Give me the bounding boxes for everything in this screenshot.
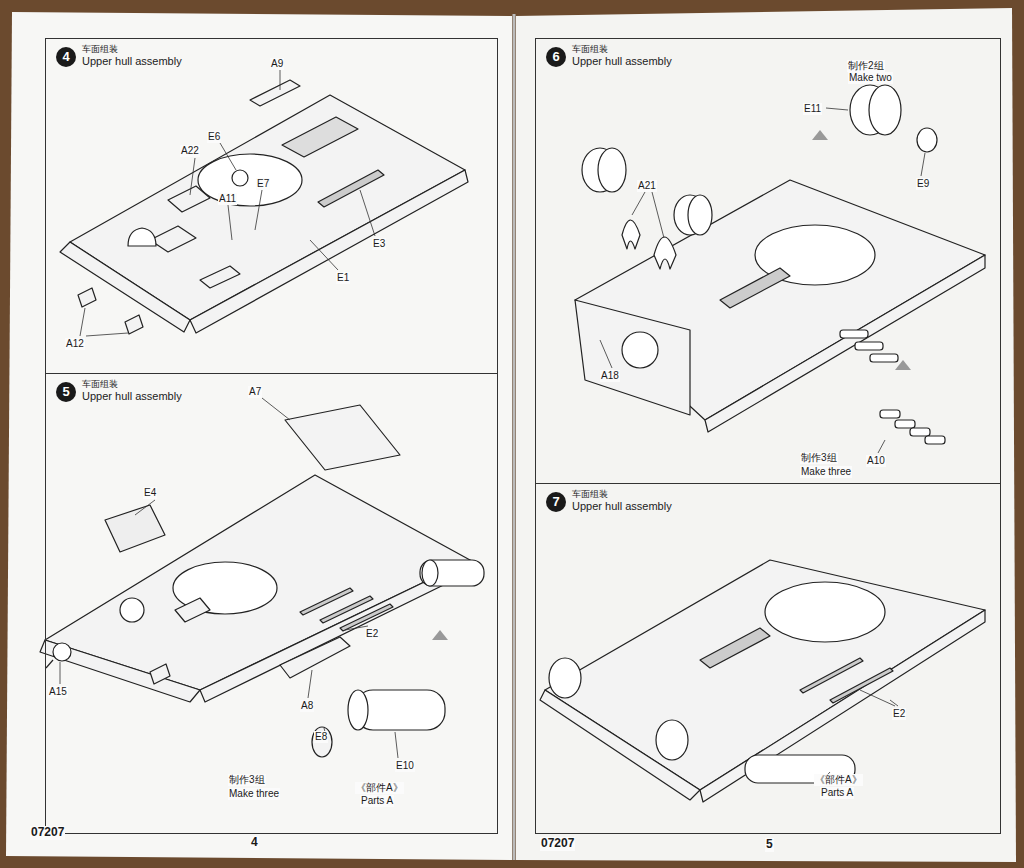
step-number-text: 5 bbox=[62, 384, 69, 399]
part-label: E2 bbox=[365, 628, 379, 640]
part-label: A12 bbox=[65, 338, 85, 350]
part-label: Make two bbox=[848, 72, 893, 84]
part-label: A11 bbox=[218, 193, 237, 205]
step-number: 5 bbox=[56, 382, 76, 402]
part-label: E1 bbox=[336, 272, 350, 284]
part-label: A7 bbox=[248, 386, 262, 398]
part-label: Parts A bbox=[360, 795, 394, 807]
step-panel: 车面组装Upper hull assembly 5 bbox=[45, 373, 498, 834]
part-label: E9 bbox=[916, 178, 930, 190]
part-label: E10 bbox=[395, 760, 415, 772]
part-label: A10 bbox=[866, 455, 886, 467]
step-number: 6 bbox=[546, 47, 566, 67]
part-label: A21 bbox=[637, 180, 657, 192]
part-label: E3 bbox=[372, 238, 386, 250]
part-label: E8 bbox=[314, 731, 328, 743]
step-number: 7 bbox=[546, 492, 566, 512]
part-label: 《部件A》 bbox=[814, 774, 863, 786]
page-number: 4 bbox=[250, 836, 259, 850]
step-number-text: 6 bbox=[552, 49, 559, 64]
part-label: E11 bbox=[803, 103, 822, 115]
part-label: A8 bbox=[300, 700, 314, 712]
part-label: A15 bbox=[48, 686, 68, 698]
part-label: 制作3组 bbox=[228, 774, 266, 786]
english-heading: Upper hull assembly bbox=[82, 55, 182, 68]
part-label: E7 bbox=[256, 178, 270, 190]
page-number: 07207 bbox=[540, 837, 575, 851]
part-label: E2 bbox=[892, 708, 906, 720]
part-label: 《部件A》 bbox=[355, 782, 404, 794]
step-panel: 车面组装Upper hull assembly 7 bbox=[535, 483, 1001, 834]
page-number: 5 bbox=[765, 838, 774, 852]
step-panel: 车面组装Upper hull assembly 6 bbox=[535, 38, 1001, 484]
step-number: 4 bbox=[56, 47, 76, 67]
page-number: 07207 bbox=[30, 826, 65, 840]
step-number-text: 4 bbox=[62, 49, 69, 64]
part-label: Make three bbox=[800, 466, 852, 478]
part-label: A22 bbox=[180, 145, 200, 157]
part-label: Parts A bbox=[820, 787, 854, 799]
part-label: Make three bbox=[228, 788, 280, 800]
step-heading: 车面组装Upper hull assembly bbox=[572, 489, 672, 513]
step-heading: 车面组装Upper hull assembly bbox=[572, 44, 672, 68]
step-number-text: 7 bbox=[552, 494, 559, 509]
part-label: A9 bbox=[270, 58, 284, 70]
part-label: 制作3组 bbox=[800, 452, 838, 464]
chinese-heading: 车面组装 bbox=[572, 44, 672, 55]
chinese-heading: 车面组装 bbox=[82, 44, 182, 55]
english-heading: Upper hull assembly bbox=[572, 500, 672, 513]
step-heading: 车面组装Upper hull assembly bbox=[82, 44, 182, 68]
step-panel: 车面组装Upper hull assembly 4 bbox=[45, 38, 498, 374]
chinese-heading: 车面组装 bbox=[572, 489, 672, 500]
part-label: E6 bbox=[207, 131, 221, 143]
part-label: E4 bbox=[143, 487, 157, 499]
english-heading: Upper hull assembly bbox=[572, 55, 672, 68]
english-heading: Upper hull assembly bbox=[82, 390, 182, 403]
step-heading: 车面组装Upper hull assembly bbox=[82, 379, 182, 403]
chinese-heading: 车面组装 bbox=[82, 379, 182, 390]
part-label: A18 bbox=[600, 370, 620, 382]
part-label: 制作2组 bbox=[847, 60, 885, 72]
